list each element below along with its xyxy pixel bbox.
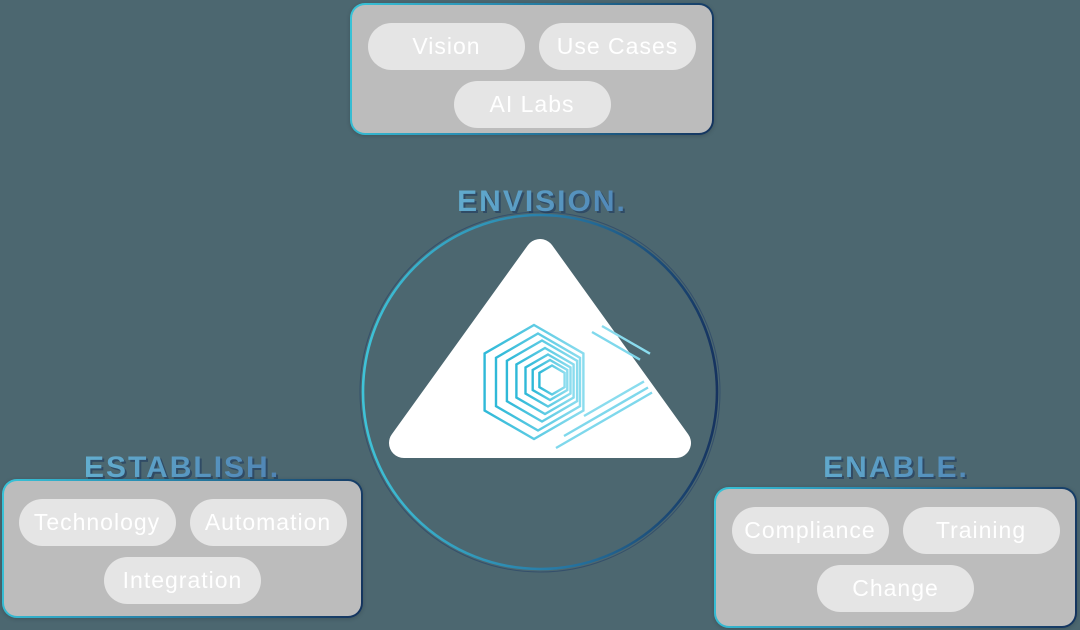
enable-pill-row-1: Compliance Training [731, 507, 1060, 554]
nested-hexagons-icon [483, 323, 653, 450]
capability-pill-integration: Integration [104, 557, 261, 604]
establish-box: Technology Automation Integration [2, 479, 363, 618]
establish-title: ESTABLISH. [32, 451, 332, 485]
enable-title: ENABLE. [746, 451, 1046, 485]
capability-pill-training: Training [902, 507, 1060, 554]
capability-pill-use-cases: Use Cases [539, 23, 696, 70]
capability-pill-compliance: Compliance [731, 507, 889, 554]
envision-pill-row-1: Vision Use Cases [368, 23, 696, 70]
capability-pill-change: Change [817, 565, 974, 612]
establish-pill-row-2: Integration [104, 557, 261, 604]
envision-title: ENVISION. [392, 185, 692, 219]
circle-ring [361, 213, 719, 571]
envision-box-inner: Vision Use Cases AI Labs [352, 5, 712, 133]
enable-pill-row-2: Change [817, 565, 974, 612]
circle-ring-echo [359, 211, 721, 573]
triangle-shape [389, 239, 691, 458]
envision-pill-row-2: AI Labs [453, 81, 611, 128]
capability-pill-automation: Automation [189, 499, 347, 546]
capability-pill-vision: Vision [368, 23, 525, 70]
capability-pill-ai-labs: AI Labs [453, 81, 611, 128]
capability-pill-technology: Technology [18, 499, 176, 546]
enable-box-inner: Compliance Training Change [716, 489, 1075, 626]
enable-box: Compliance Training Change [714, 487, 1077, 628]
establish-box-inner: Technology Automation Integration [4, 481, 361, 616]
establish-pill-row-1: Technology Automation [18, 499, 347, 546]
envision-box: Vision Use Cases AI Labs [350, 3, 714, 135]
